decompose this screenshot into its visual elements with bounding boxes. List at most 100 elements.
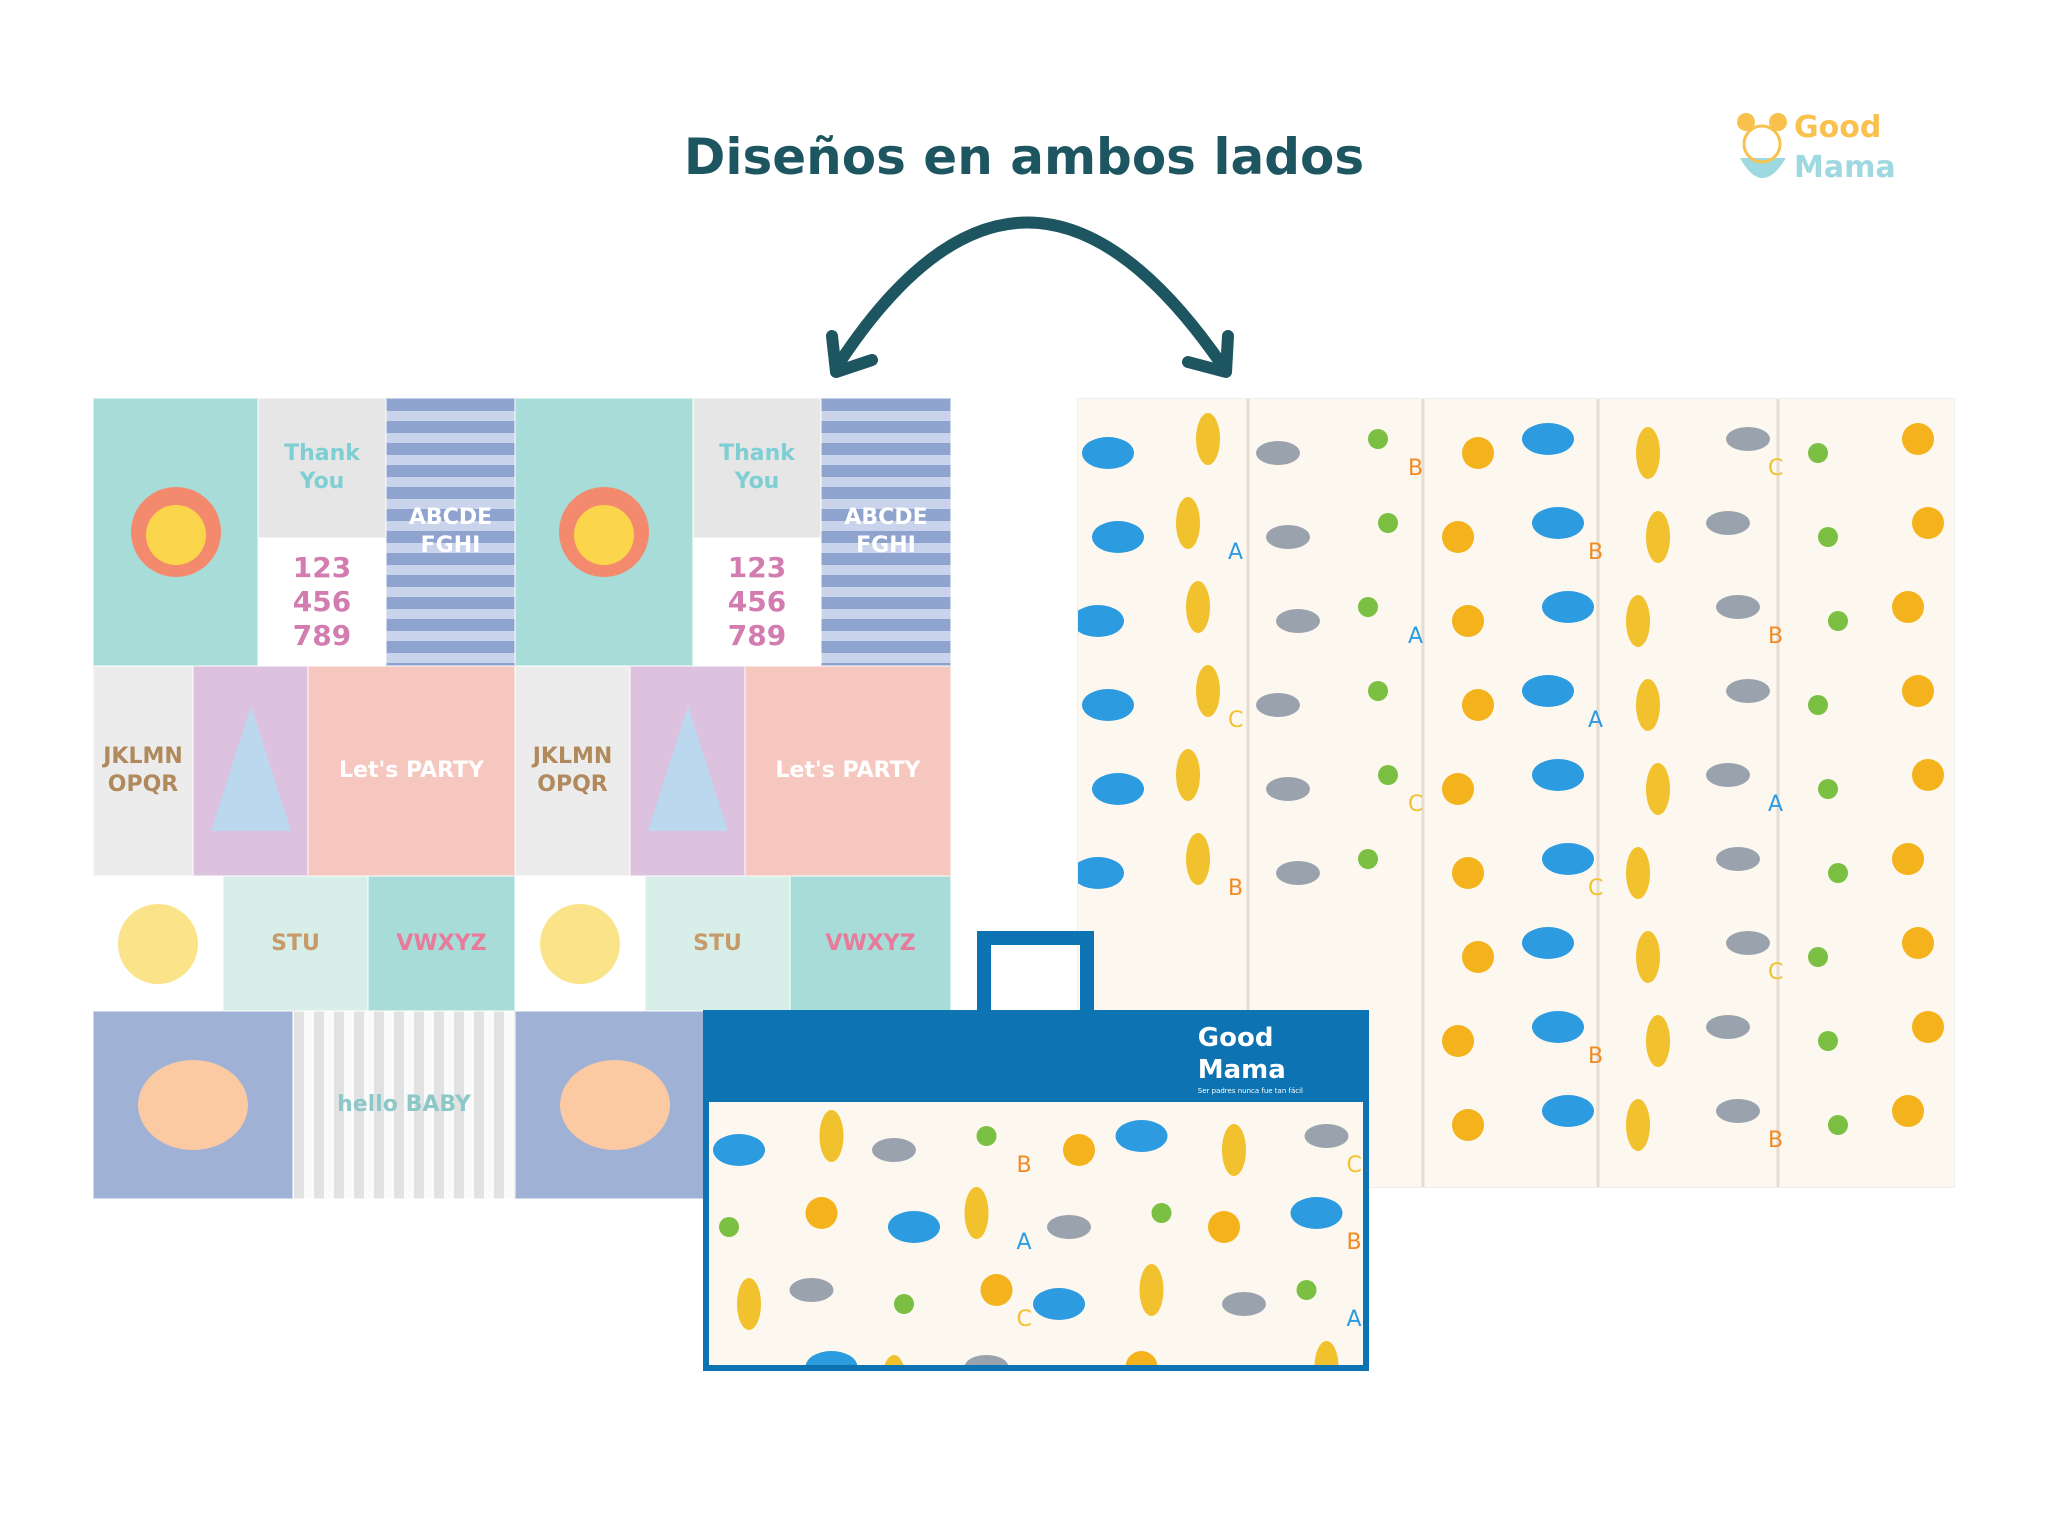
giraffe-icon	[819, 1110, 844, 1162]
pattern-letter: C	[1347, 1153, 1362, 1178]
rhino-icon	[1716, 1099, 1760, 1123]
tree-icon	[1368, 429, 1388, 449]
tree-icon	[1828, 1115, 1848, 1135]
giraffe-icon	[1646, 511, 1670, 563]
page-title: Diseños en ambos lados	[683, 128, 1365, 186]
tile-fox-moon	[515, 876, 645, 1011]
lion-icon	[1125, 1351, 1158, 1365]
tile-hello: hello BABY	[293, 1011, 515, 1199]
tile-tiger	[93, 1011, 293, 1199]
elephant-icon	[1522, 675, 1574, 707]
logo-line2: Mama	[1794, 150, 1896, 185]
tile-letters1: ABCDE FGHI	[821, 398, 951, 666]
tree-icon	[1378, 513, 1398, 533]
pattern-letter: B	[1017, 1153, 1032, 1178]
tree-icon	[1818, 779, 1838, 799]
rhino-icon	[1726, 427, 1770, 451]
lion-icon	[1452, 1109, 1484, 1141]
bag-logo: Good Mama Ser padres nunca fue tan fácil	[1198, 1022, 1303, 1096]
lion-icon	[1208, 1211, 1240, 1243]
tile-tiger	[515, 1011, 715, 1199]
lion-icon	[1912, 759, 1944, 791]
bag-logo-tagline: Ser padres nunca fue tan fácil	[1197, 1087, 1303, 1095]
giraffe-icon	[1636, 931, 1660, 983]
rhino-icon	[1726, 931, 1770, 955]
panda-icon	[1737, 113, 1787, 178]
tile-letters2: JKLMN OPQR	[515, 666, 630, 876]
lion-icon	[1912, 507, 1944, 539]
elephant-icon	[1522, 927, 1574, 959]
lion-icon	[1892, 591, 1924, 623]
lion-icon	[1442, 521, 1474, 553]
tree-icon	[719, 1217, 739, 1237]
lion-icon	[1902, 675, 1934, 707]
elephant-icon	[1542, 843, 1594, 875]
elephant-icon	[1115, 1120, 1168, 1152]
pattern-letter: C	[1588, 876, 1603, 901]
pattern-letter: C	[1228, 708, 1243, 733]
lion-icon	[980, 1274, 1013, 1306]
rhino-icon	[872, 1138, 916, 1162]
lion-icon	[1462, 437, 1494, 469]
elephant-icon	[1532, 507, 1584, 539]
tile-lion	[93, 398, 258, 666]
lion-icon	[1892, 1095, 1924, 1127]
tree-icon	[1808, 695, 1828, 715]
pattern-letter: C	[1768, 456, 1783, 481]
lion-icon	[1462, 941, 1494, 973]
rhino-icon	[1266, 777, 1310, 801]
tree-icon	[1828, 611, 1848, 631]
lion-icon	[1902, 423, 1934, 455]
rhino-icon	[1266, 525, 1310, 549]
giraffe-icon	[1626, 595, 1650, 647]
elephant-icon	[1033, 1288, 1085, 1320]
tile-tent	[630, 666, 745, 876]
pattern-letter: A	[1408, 624, 1423, 649]
rhino-icon	[1276, 609, 1320, 633]
rhino-icon	[1256, 441, 1300, 465]
elephant-icon	[1078, 857, 1124, 889]
logo-line1: Good	[1794, 110, 1882, 145]
pattern-letter: B	[1408, 456, 1423, 481]
giraffe-icon	[1636, 679, 1660, 731]
tree-icon	[1296, 1280, 1317, 1300]
pattern-letter: A	[1768, 792, 1783, 817]
pattern-letter: A	[1588, 708, 1603, 733]
tile-vwxyz: VWXYZ	[368, 876, 515, 1011]
lion-icon	[1063, 1134, 1095, 1166]
lion-icon	[1902, 927, 1934, 959]
tile-thanks: Thank You	[258, 398, 386, 538]
elephant-icon	[1290, 1197, 1343, 1229]
tile-stu: STU	[645, 876, 790, 1011]
giraffe-icon	[1176, 749, 1200, 801]
pattern-letter: A	[1017, 1230, 1032, 1255]
elephant-icon	[1082, 689, 1134, 721]
giraffe-icon	[1196, 413, 1220, 465]
tree-icon	[1818, 527, 1838, 547]
lion-icon	[723, 1365, 755, 1371]
giraffe-icon	[1626, 847, 1650, 899]
giraffe-icon	[1314, 1341, 1339, 1365]
tree-icon	[1358, 849, 1378, 869]
tile-vwxyz: VWXYZ	[790, 876, 951, 1011]
giraffe-icon	[737, 1278, 761, 1330]
elephant-icon	[888, 1211, 940, 1243]
giraffe-icon	[1176, 497, 1200, 549]
lion-icon	[1912, 1011, 1944, 1043]
pattern-letter: A	[1228, 540, 1243, 565]
tree-icon	[1358, 597, 1378, 617]
tree-icon	[1151, 1203, 1172, 1223]
giraffe-icon	[1222, 1124, 1246, 1176]
pattern-letter: B	[1768, 1128, 1783, 1153]
tree-icon	[1368, 681, 1388, 701]
lion-icon	[1452, 857, 1484, 889]
tile-fox-moon	[93, 876, 223, 1011]
pattern-letter: B	[1228, 876, 1243, 901]
pattern-letter: B	[1347, 1230, 1362, 1255]
tile-stu: STU	[223, 876, 368, 1011]
rhino-icon	[1222, 1292, 1266, 1316]
lion-icon	[1452, 605, 1484, 637]
tile-thanks: Thank You	[693, 398, 821, 538]
